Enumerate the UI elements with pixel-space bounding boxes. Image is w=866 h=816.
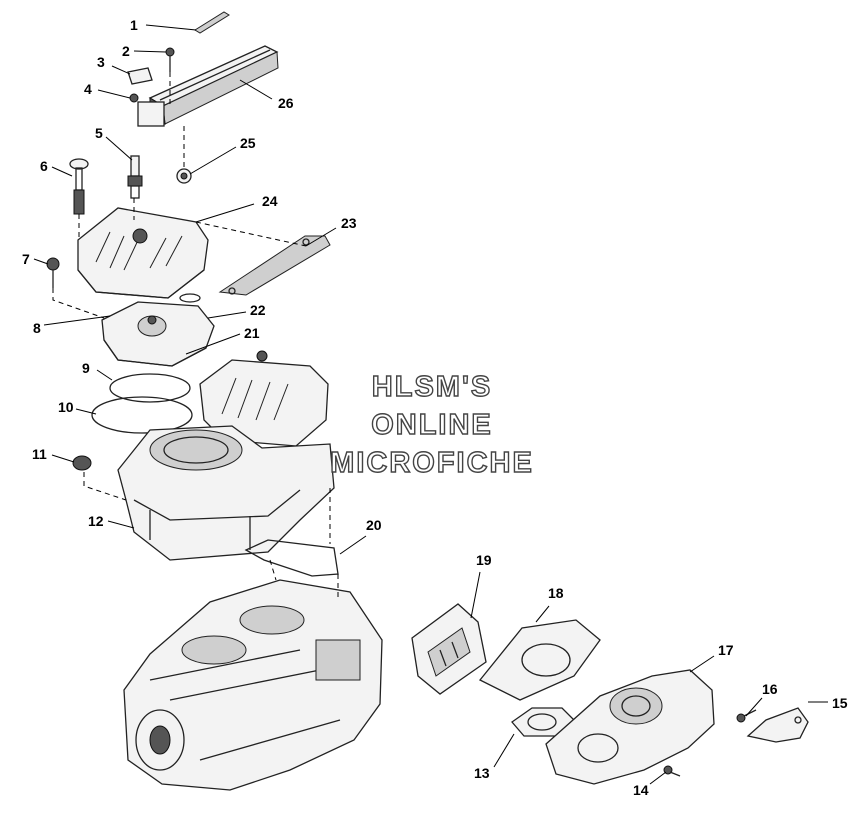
part-22-o-ring: [179, 293, 201, 303]
part-4-nut: [129, 93, 139, 103]
callout-2: 2: [122, 43, 130, 59]
part-6-sensor: [69, 158, 89, 215]
part-10-o-ring: [91, 396, 193, 434]
callout-9: 9: [82, 360, 90, 376]
callout-1: 1: [130, 17, 138, 33]
callout-3: 3: [97, 54, 105, 70]
callout-8: 8: [33, 320, 41, 336]
part-2-screw: [165, 47, 175, 72]
assembly-lines: [52, 72, 339, 600]
part-18-gasket: [478, 619, 601, 701]
callout-19: 19: [476, 552, 492, 568]
part-25-nut: [176, 168, 192, 184]
part-16-bolt: [736, 709, 757, 723]
callout-18: 18: [548, 585, 564, 601]
callout-21: 21: [244, 325, 260, 341]
watermark-line-2: ONLINE: [371, 409, 493, 441]
crankcase: [123, 579, 383, 791]
callout-26: 26: [278, 95, 294, 111]
part-23-bracket: [218, 235, 331, 296]
callout-13: 13: [474, 765, 490, 781]
part-3-clip: [127, 67, 153, 85]
callout-10: 10: [58, 399, 74, 415]
part-14-bolt: [663, 765, 681, 777]
watermark: HLSM'S ONLINE MICROFICHE: [329, 370, 534, 479]
callout-20: 20: [366, 517, 382, 533]
part-1-strip: [194, 11, 230, 34]
part-26-bracket-bar: [137, 45, 279, 127]
part-11-plug: [72, 455, 92, 471]
callout-11: 11: [32, 446, 47, 462]
callout-5: 5: [95, 125, 103, 141]
part-19-reed-valve: [411, 603, 487, 695]
callout-24: 24: [262, 193, 278, 209]
part-15-bracket: [746, 707, 809, 743]
callout-25: 25: [240, 135, 256, 151]
part-9-o-ring: [109, 373, 191, 403]
callout-4: 4: [84, 81, 92, 97]
callout-16: 16: [762, 681, 778, 697]
watermark-line-3: MICROFICHE: [330, 447, 534, 479]
part-24-head-cover: [77, 207, 209, 299]
callout-6: 6: [40, 158, 48, 174]
callout-labels: 1 2 3 4 5 6 7 8 9 10 11 12 13 14 15 16 1…: [22, 17, 848, 798]
part-5-spark-plug: [127, 155, 143, 199]
callout-7: 7: [22, 251, 30, 267]
part-17-intake-manifold: [545, 669, 715, 785]
callout-12: 12: [88, 513, 104, 529]
callout-15: 15: [832, 695, 848, 711]
watermark-line-1: HLSM'S: [372, 371, 492, 403]
part-7-bolt: [46, 257, 60, 288]
callout-14: 14: [633, 782, 649, 798]
part-12-cylinder-block: [117, 425, 335, 561]
callout-22: 22: [250, 302, 266, 318]
part-13-gasket: [511, 707, 575, 737]
callout-23: 23: [341, 215, 357, 231]
callout-17: 17: [718, 642, 734, 658]
part-21-cylinder-head: [101, 301, 215, 367]
leader-lines: [33, 24, 828, 785]
